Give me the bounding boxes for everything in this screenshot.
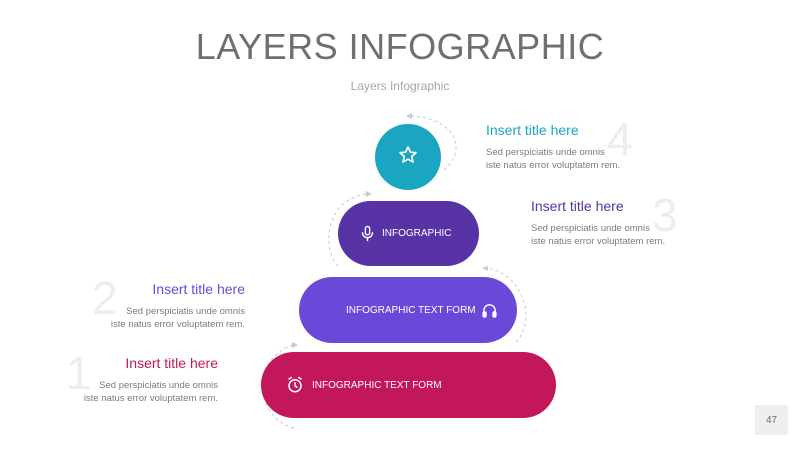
caption-1-body: Sed perspiciatis unde omnis iste natus e… [84,379,218,405]
connector-arc-2 [485,267,527,343]
arrow-head-2 [482,266,488,271]
arrow-head-1 [292,342,298,348]
caption-3-body: Sed perspiciatis unde omnis iste natus e… [531,222,665,248]
step-number-4: 4 [607,113,633,165]
caption-4-body: Sed perspiciatis unde omnis iste natus e… [486,146,620,172]
page-subtitle: Layers Infographic [350,79,450,93]
caption-3-title: Insert title here [531,198,624,214]
layer-3: INFOGRAPHIC [338,201,479,266]
layer-2: INFOGRAPHIC TEXT FORM [299,277,517,343]
connector-arc-4 [409,115,457,171]
caption-2-body: Sed perspiciatis unde omnis iste natus e… [111,305,245,331]
step-number-3: 3 [652,189,678,241]
caption-2-title: Insert title here [152,281,245,297]
caption-1-line1: Sed perspiciatis unde omnis [99,380,218,391]
step-number-1: 1 [66,347,92,399]
layer-1: INFOGRAPHIC TEXT FORM [261,352,556,418]
caption-3-line2: iste natus error voluptatem rem. [531,236,666,247]
caption-3-line1: Sed perspiciatis unde omnis [531,223,650,234]
caption-2-line1: Sed perspiciatis unde omnis [126,306,245,317]
arrow-head-3 [366,191,372,197]
caption-1-title: Insert title here [125,355,218,371]
microphone-icon [359,224,376,243]
layer-1-label: INFOGRAPHIC TEXT FORM [312,379,442,391]
caption-4-title: Insert title here [486,122,579,138]
alarm-clock-icon [286,376,304,394]
caption-4-line1: Sed perspiciatis unde omnis [486,147,605,158]
connector-arc-3 [328,193,369,267]
step-number-2: 2 [92,272,118,324]
star-icon [398,145,418,170]
layer-2-label: INFOGRAPHIC TEXT FORM [346,304,476,316]
caption-1-line2: iste natus error voluptatem rem. [83,393,218,404]
headphones-icon [481,302,498,319]
page-number: 47 [755,405,788,435]
layer-3-label: INFOGRAPHIC [382,228,452,239]
caption-4-line2: iste natus error voluptatem rem. [486,160,621,171]
page-title: LAYERS INFOGRAPHIC [195,26,605,67]
arrow-head-4 [406,113,412,119]
layer-4-circle [375,124,441,190]
caption-2-line2: iste natus error voluptatem rem. [110,319,245,330]
